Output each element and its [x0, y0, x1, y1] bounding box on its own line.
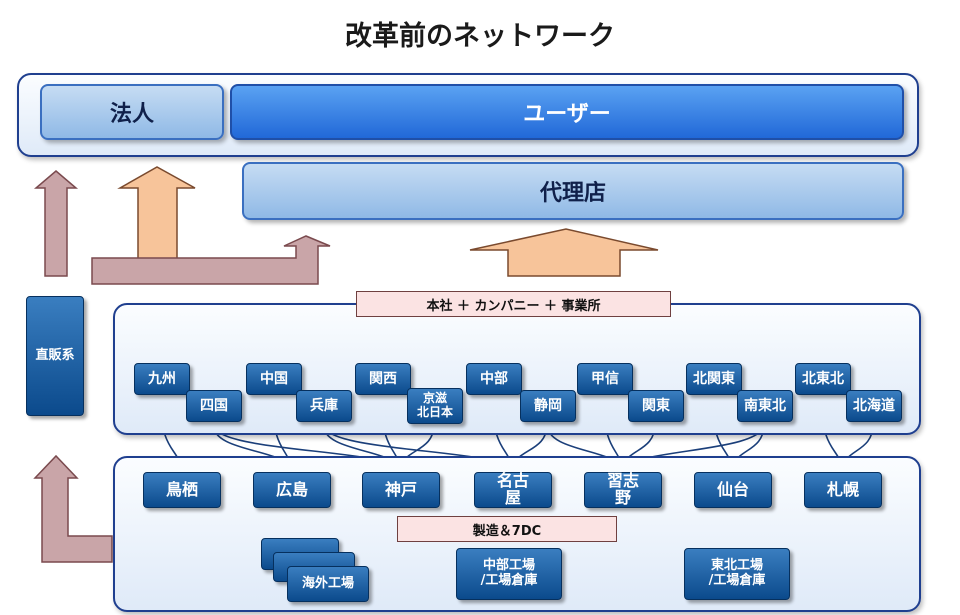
region-kanto: 関東 — [628, 390, 684, 422]
orange-up-arrow-center — [469, 228, 659, 277]
region-hyogo: 兵庫 — [296, 390, 352, 422]
region-minamitohoku: 南東北 — [737, 390, 793, 422]
pink-l-arrow-bottom — [33, 454, 113, 563]
hq-label: 本社 ＋ カンパニー ＋ 事業所 — [356, 291, 671, 317]
overseas-factory: 海外工場 — [287, 566, 369, 602]
region-kitakanto: 北関東 — [686, 363, 742, 395]
mfg-label: 製造＆7DC — [397, 516, 617, 542]
region-chubu: 中部 — [466, 363, 522, 395]
direct-sales-box: 直販系 — [26, 296, 84, 416]
region-koshin: 甲信 — [577, 363, 633, 395]
factory-nagoya: 名古 屋 — [474, 472, 552, 508]
corporate-bar: 法人 — [40, 84, 224, 140]
region-kyushu: 九州 — [134, 363, 190, 395]
region-kansai: 関西 — [355, 363, 411, 395]
chubu-warehouse: 中部工場 /工場倉庫 — [456, 548, 562, 600]
region-shizuoka: 静岡 — [520, 390, 576, 422]
pink-up-arrow-top — [33, 170, 79, 277]
user-bar: ユーザー — [230, 84, 904, 140]
region-keiji-kitanihon: 京滋 北日本 — [407, 388, 463, 424]
page-title: 改革前のネットワーク — [345, 21, 615, 52]
factory-sapporo: 札幌 — [804, 472, 882, 508]
region-shikoku: 四国 — [186, 390, 242, 422]
region-hokkaido: 北海道 — [846, 390, 902, 422]
tohoku-warehouse: 東北工場 /工場倉庫 — [684, 548, 790, 600]
region-kitatohoku: 北東北 — [795, 363, 851, 395]
factory-sendai: 仙台 — [694, 472, 772, 508]
factory-hiroshima: 広島 — [253, 472, 331, 508]
factory-kobe: 神戸 — [362, 472, 440, 508]
factory-tosu: 鳥栖 — [143, 472, 221, 508]
factory-narashino: 習志 野 — [584, 472, 662, 508]
region-chugoku: 中国 — [246, 363, 302, 395]
pink-l-arrow — [91, 235, 331, 285]
agency-bar: 代理店 — [242, 162, 904, 220]
